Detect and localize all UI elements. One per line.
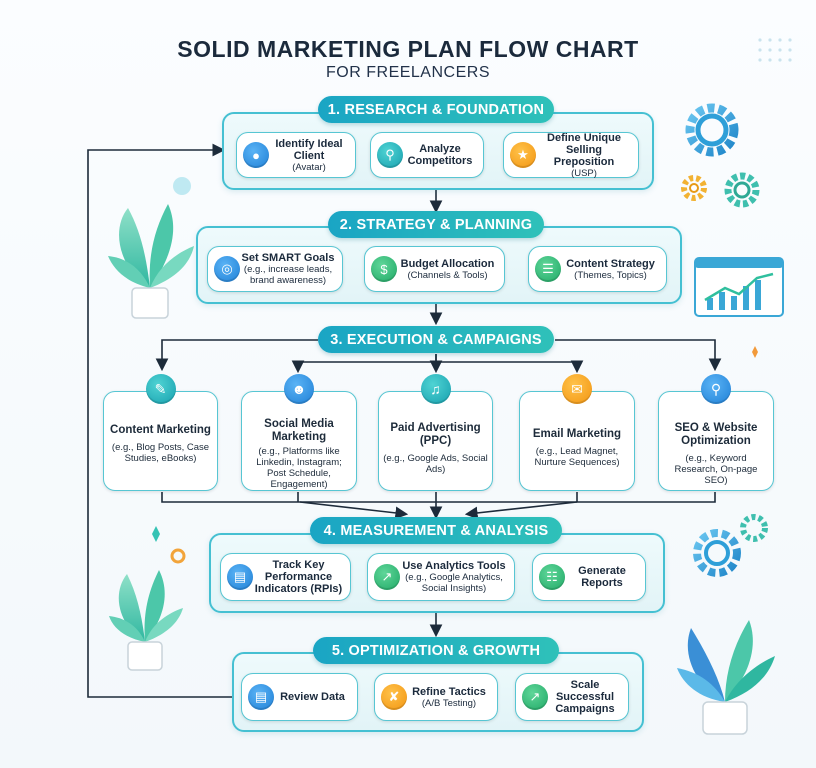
card-main: Paid Advertising (PPC) [390,422,481,447]
plant-bottom-right-icon [677,620,775,735]
feedback-loop-arrow [87,143,232,698]
card-sub: (Avatar) [292,161,326,173]
magnifier-icon: ⚲ [377,142,403,168]
card-main: Content Marketing [110,424,211,436]
card-review-data: ▤ Review Data [241,673,358,721]
card-sub: (e.g., Blog Posts, Case Studies, eBooks) [111,442,210,464]
merge-inner [297,492,578,502]
branch-inner-left [291,354,437,374]
people-icon: ☻ [284,374,314,404]
chart-subtitle: FOR FREELANCERS [326,64,490,81]
card-define-usp: ★ Define Unique Selling Preposition(USP) [503,131,639,179]
stage-2-banner: 2. STRATEGY & PLANNING [328,211,544,238]
card-identify-client: ● Identify Ideal Client(Avatar) [236,132,356,178]
user-icon: ● [243,142,269,168]
lightbulb-icon: ★ [510,142,536,168]
card-paid-advertising: ♫ Paid Advertising (PPC) (e.g., Google Ad… [378,374,493,491]
card-main: Generate Reports [578,565,626,589]
card-main: Content Strategy [566,257,655,270]
gears-bottom-right-icon [693,529,741,577]
branch-top-bar [155,339,318,372]
merge-diag-right [464,501,578,520]
money-bag-icon: $ [371,256,397,282]
stage-1-banner: 1. RESEARCH & FOUNDATION [318,96,554,123]
card-main: Define Unique Selling Preposition [547,131,621,168]
card-main: Budget Allocation [400,257,495,270]
card-sub: (A/B Testing) [421,697,477,709]
analytics-window-icon [694,257,784,317]
branch-right-bar [555,339,722,372]
card-analytics-tools: ↗ Use Analytics Tools(e.g., Google Analy… [367,553,515,601]
card-main: Refine Tactics [412,685,486,698]
refine-icon: ✘ [381,684,407,710]
card-sub: (e.g., increase leads, brand awareness) [243,264,333,286]
card-scale-campaigns: ↗ Scale Successful Campaigns [515,673,629,721]
stage-3-banner: 3. EXECUTION & CAMPAIGNS [318,326,554,353]
card-main: Social Media Marketing [264,418,334,443]
search-icon: ⚲ [701,374,731,404]
card-sub: (e.g., Lead Magnet, Nurture Sequences) [534,446,620,468]
megaphone-icon: ♫ [420,374,451,404]
card-analyze-competitors: ⚲ Analyze Competitors [370,132,484,178]
card-sub: (e.g., Keyword Research, On-page SEO) [674,453,758,486]
card-content-marketing: ✎ Content Marketing (e.g., Blog Posts, Ca… [103,374,218,491]
card-main: Scale Successful Campaigns [555,679,615,715]
line-chart-icon: ↗ [374,564,400,590]
chart-title: SOLID MARKETING PLAN FLOW CHART [177,36,639,62]
card-sub: (e.g., Google Ads, Social Ads) [383,453,488,475]
card-track-kpi: ▤ Track Key Performance Indicators (RPIs… [220,553,351,601]
card-budget-allocation: $ Budget Allocation(Channels & Tools) [364,246,505,292]
card-sub: (e.g., Google Analytics, Social Insights… [405,572,503,594]
card-main: Set SMART Goals [241,252,335,264]
gears-top-right-icon [685,103,739,157]
target-icon: ◎ [214,256,240,282]
bar-chart-icon: ▤ [227,564,253,590]
merge-diag-left [299,501,409,520]
data-list-icon: ▤ [248,684,274,710]
plant-bottom-left-icon [109,570,183,671]
card-main: Review Data [280,691,345,703]
card-sub: (USP) [571,167,597,179]
card-main: SEO & Website Optimization [674,422,758,447]
card-main: Use Analytics Tools [402,560,506,572]
card-sub: (Themes, Topics) [574,269,647,281]
card-main: Identify Ideal Client [275,137,343,162]
plant-top-left-icon [108,204,194,319]
card-social-media: ☻ Social Media Marketing (e.g., Platforms… [241,374,357,491]
card-refine-tactics: ✘ Refine Tactics(A/B Testing) [374,673,498,721]
branch-inner-right [436,360,584,374]
growth-icon: ↗ [522,684,548,710]
card-seo: ⚲ SEO & Website Optimization (e.g., Keywo… [658,374,774,491]
card-sub: (e.g., Platforms like Linkedin, Instagra… [256,446,342,490]
card-sub: (Channels & Tools) [407,269,488,281]
card-email-marketing: ✉ Email Marketing (e.g., Lead Magnet, Nur… [519,374,635,491]
document-icon: ☰ [535,256,561,282]
card-main: Track Key Performance Indicators (RPIs) [254,559,343,595]
envelope-icon: ✉ [562,374,592,404]
edit-icon: ✎ [145,374,176,404]
stage-4-banner: 4. MEASUREMENT & ANALYSIS [310,517,562,544]
card-generate-reports: ☷ Generate Reports [532,553,646,601]
card-main: Email Marketing [532,428,622,440]
card-smart-goals: ◎ Set SMART Goals(e.g., increase leads, … [207,246,343,292]
card-content-strategy: ☰ Content Strategy(Themes, Topics) [528,246,667,292]
stage-5-banner: 5. OPTIMIZATION & GROWTH [313,637,559,664]
card-main: Analyze Competitors [407,143,473,167]
merge-bottom-bar [161,492,716,503]
report-icon: ☷ [539,564,565,590]
